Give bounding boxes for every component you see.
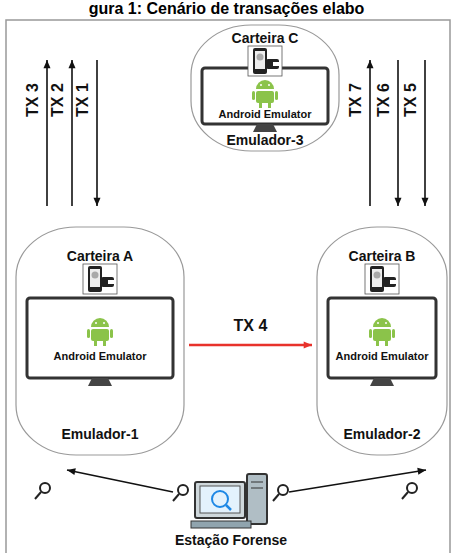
tx-label: TX 5 <box>402 83 420 117</box>
transaction-arrow <box>93 60 100 206</box>
wallet-emulator: Carteira A Android EmulatorEmulador-1 <box>15 226 185 456</box>
tx-label: TX 6 <box>375 83 393 117</box>
transaction-arrow <box>68 60 75 206</box>
node-label: Emulador-2 <box>316 426 448 442</box>
transaction-arrow <box>43 60 50 206</box>
node-label: Carteira B <box>316 248 448 264</box>
screen-label: Android Emulator <box>15 350 185 362</box>
tx-label: TX 1 <box>74 83 92 117</box>
transaction-arrow <box>289 468 426 492</box>
transaction-arrow <box>366 60 373 206</box>
tx-label: TX 4 <box>234 317 268 335</box>
forensic-station-icon <box>173 474 288 528</box>
transaction-arrow <box>67 468 173 492</box>
screen-label: Android Emulator <box>316 350 448 362</box>
tx-label: TX 3 <box>24 83 42 117</box>
node-label: Emulador-3 <box>190 132 340 148</box>
wallet-emulator: Carteira C Android EmulatorEmulador-3 <box>190 24 340 152</box>
transaction-arrow <box>189 341 312 348</box>
node-label: Carteira A <box>15 248 185 264</box>
node-label: Carteira C <box>190 30 340 46</box>
node-label: Emulador-1 <box>15 426 185 442</box>
forensic-station: Estação Forense <box>165 468 297 552</box>
tx-label: TX 7 <box>347 83 365 117</box>
node-label: Estação Forense <box>165 532 297 548</box>
figure-title: gura 1: Cenário de transações elabo <box>0 0 453 18</box>
screen-label: Android Emulator <box>190 108 340 120</box>
emulator-illustration <box>328 264 436 386</box>
transaction-arrow <box>421 60 428 206</box>
wallet-emulator: Carteira B Android EmulatorEmulador-2 <box>316 226 448 456</box>
transaction-arrow <box>394 60 401 206</box>
frame-border <box>6 20 450 553</box>
tx-label: TX 2 <box>49 83 67 117</box>
emulator-illustration <box>27 264 173 386</box>
